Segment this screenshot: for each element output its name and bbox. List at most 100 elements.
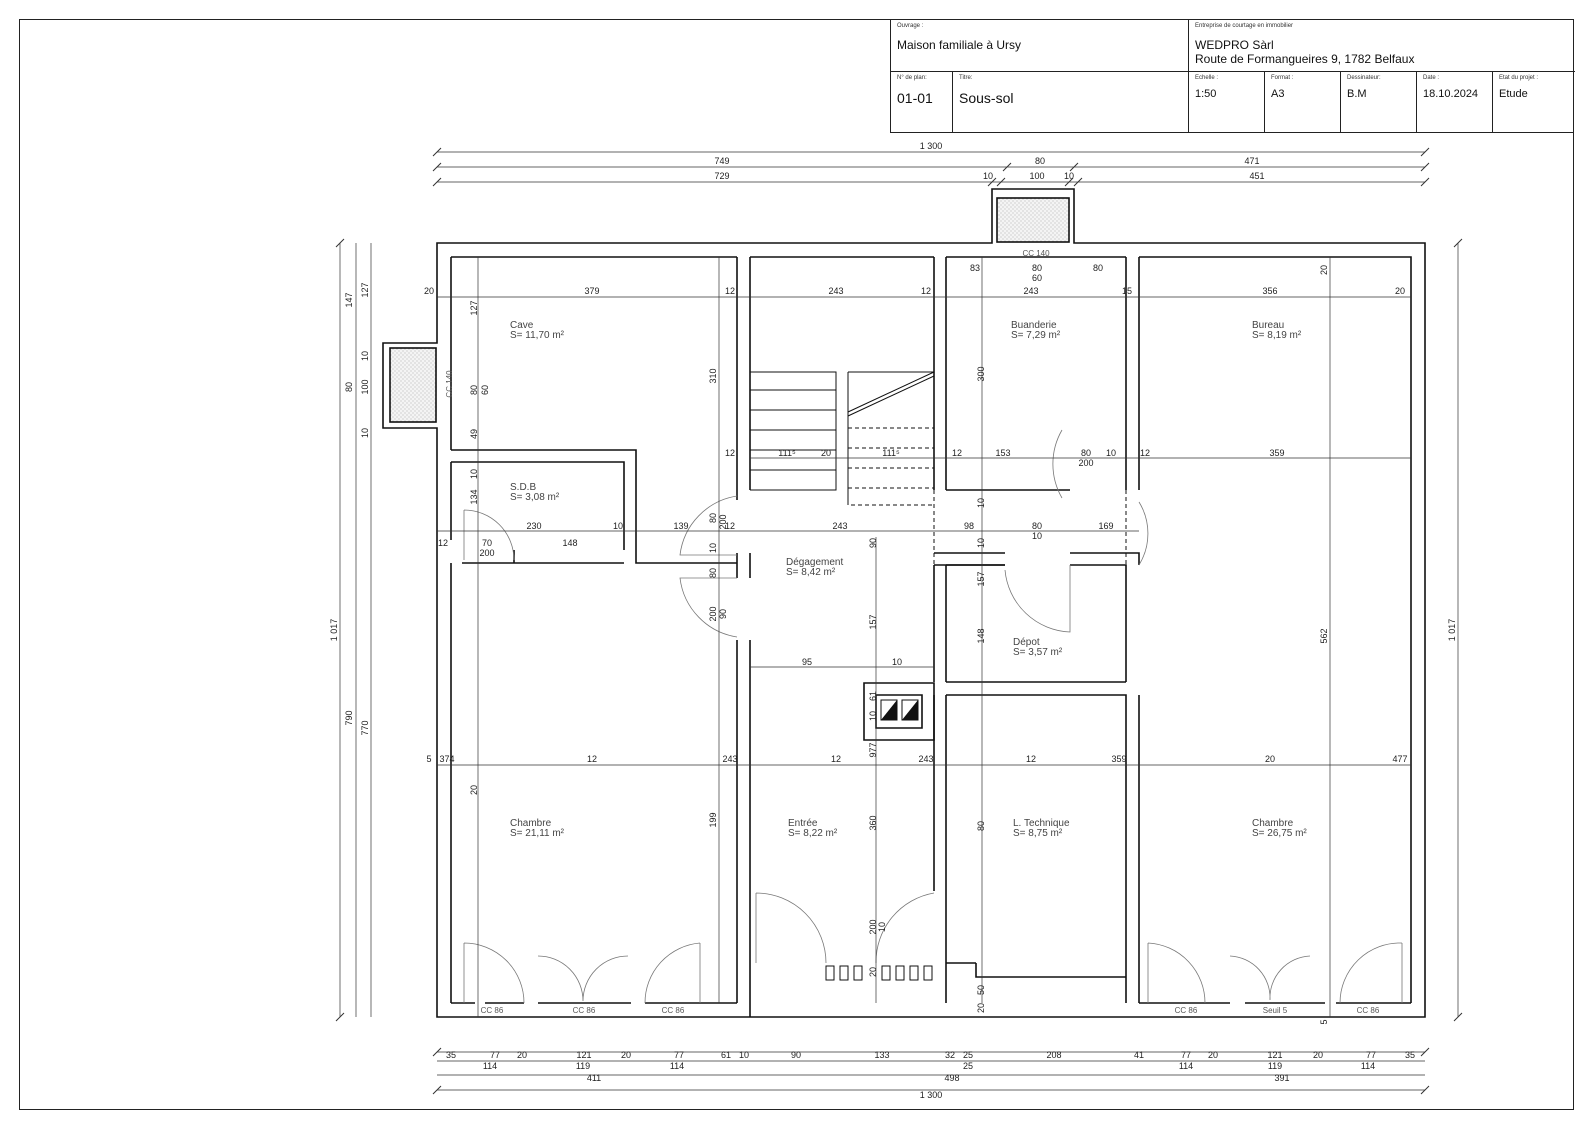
room-name-bureau: Bureau (1252, 320, 1284, 331)
dim-bottom: 114 (483, 1061, 497, 1071)
dim-bottom: 20 (1313, 1050, 1323, 1060)
dim-interior: 98 (964, 521, 974, 531)
entreprise-name: WEDPRO Sàrl (1195, 38, 1274, 52)
room-area-depot: S= 3,57 m² (1013, 647, 1063, 658)
opening-label: CC 140 (445, 370, 454, 398)
dim-interior: 12 (1026, 754, 1036, 764)
room-area-entree: S= 8,22 m² (788, 828, 838, 839)
dim-top: 729 (714, 171, 729, 181)
dim-interior: 20 (976, 1003, 986, 1013)
plan-no-value: 01-01 (897, 90, 933, 106)
plan-no-label: N° de plan: (897, 75, 927, 81)
opening-label: CC 140 (1022, 249, 1050, 258)
dim-bottom: 77 (490, 1050, 500, 1060)
dim-interior: 157 (868, 614, 878, 629)
entreprise-label: Entreprise de courtage en immobilier (1195, 23, 1294, 29)
ouvrage-value: Maison familiale à Ursy (897, 38, 1022, 52)
dim-interior: 12 (831, 754, 841, 764)
dim-top: 100 (1029, 171, 1044, 181)
dim-bottom: 35 (446, 1050, 456, 1060)
date-value: 18.10.2024 (1423, 88, 1479, 100)
dim-bottom: 208 (1046, 1050, 1061, 1060)
dim-left: 770 (360, 720, 370, 735)
echelle-label: Echelle : (1195, 75, 1219, 81)
dim-interior: 360 (868, 815, 878, 830)
drawing-sheet-border (19, 19, 1574, 1110)
dim-interior: 50 (976, 985, 986, 995)
dim-interior: 20 (469, 785, 479, 795)
dim-left: 790 (344, 710, 354, 725)
dim-interior: 243 (828, 286, 843, 296)
dim-interior: 80 (708, 513, 718, 523)
dim-interior: 12 (725, 448, 735, 458)
dim-interior: 80 (976, 821, 986, 831)
room-name-buanderie: Buanderie (1011, 320, 1057, 331)
opening-label: CC 86 (662, 1006, 685, 1015)
dessinateur-value: B.M (1347, 88, 1367, 100)
room-name-technique: L. Technique (1013, 818, 1070, 829)
dim-left: 127 (360, 282, 370, 297)
dim-right: 1 017 (1447, 619, 1457, 642)
dim-bottom: 20 (621, 1050, 631, 1060)
dim-interior: 80 (708, 568, 718, 578)
etat-value: Etude (1499, 88, 1528, 100)
dim-interior: 15 (1122, 286, 1132, 296)
dim-interior: 83 (970, 263, 980, 273)
dim-top: 749 (714, 156, 729, 166)
dim-interior: 12 (725, 521, 735, 531)
dim-interior: 20 (1265, 754, 1275, 764)
dim-interior: 200 (479, 548, 494, 558)
dim-interior: 80 (1081, 448, 1091, 458)
room-name-sdb: S.D.B (510, 482, 536, 493)
dimension-labels: 1 300 749 80 471 729 10 100 10 451 35 77… (329, 141, 1457, 1100)
room-area-bureau: S= 8,19 m² (1252, 330, 1302, 341)
dim-bottom: 121 (1267, 1050, 1282, 1060)
dim-interior: 230 (526, 521, 541, 531)
dim-bottom: 121 (576, 1050, 591, 1060)
dim-interior: 374 (439, 754, 454, 764)
dim-bottom: 32 (945, 1050, 955, 1060)
dim-interior: 10 (469, 469, 479, 479)
dim-left: 1 017 (329, 619, 339, 642)
dim-bottom: 411 (587, 1073, 601, 1083)
dim-bottom: 119 (1268, 1061, 1282, 1071)
room-area-buanderie: S= 7,29 m² (1011, 330, 1061, 341)
ouvrage-label: Ouvrage : (897, 23, 924, 29)
dim-bottom: 114 (1361, 1061, 1375, 1071)
dim-interior: 153 (995, 448, 1010, 458)
titre-label: Titre: (959, 75, 973, 81)
dim-interior: 359 (1111, 754, 1126, 764)
dim-left: 80 (344, 382, 354, 392)
walls (382, 188, 1426, 1018)
dim-interior: 12 (587, 754, 597, 764)
dim-left: 147 (344, 292, 354, 307)
dim-interior: 359 (1269, 448, 1284, 458)
dim-interior: 562 (1319, 628, 1329, 643)
etat-label: Etat du projet : (1499, 75, 1539, 81)
format-cell: Format : A3 (1265, 72, 1341, 132)
dim-interior: 977 (868, 742, 878, 757)
dim-top: 471 (1244, 156, 1259, 166)
dim-interior: 10 (1032, 531, 1042, 541)
dim-bottom: 25 (963, 1050, 973, 1060)
room-name-degagement: Dégagement (786, 557, 843, 568)
opening-label: Seuil 5 (1263, 1006, 1288, 1015)
stair (750, 371, 1127, 682)
dim-interior: 310 (708, 368, 718, 383)
room-area-sdb: S= 3,08 m² (510, 492, 560, 503)
dim-bottom: 391 (1274, 1073, 1289, 1083)
dim-interior: 5 (1319, 1019, 1329, 1024)
dim-interior: 300 (976, 366, 986, 381)
dim-interior: 80 (1032, 521, 1042, 531)
dim-interior: 243 (722, 754, 737, 764)
titre-value: Sous-sol (959, 90, 1014, 106)
dim-interior: 5 (426, 754, 431, 764)
dim-interior: 10 (976, 538, 986, 548)
dim-interior: 10 (877, 922, 887, 932)
room-name-depot: Dépot (1013, 637, 1040, 648)
opening-label: CC 86 (1175, 1006, 1198, 1015)
dim-interior: 148 (976, 628, 986, 643)
dim-interior: 157 (976, 571, 986, 586)
dim-top: 10 (1064, 171, 1074, 181)
dessinateur-label: Dessinateur: (1347, 75, 1381, 81)
